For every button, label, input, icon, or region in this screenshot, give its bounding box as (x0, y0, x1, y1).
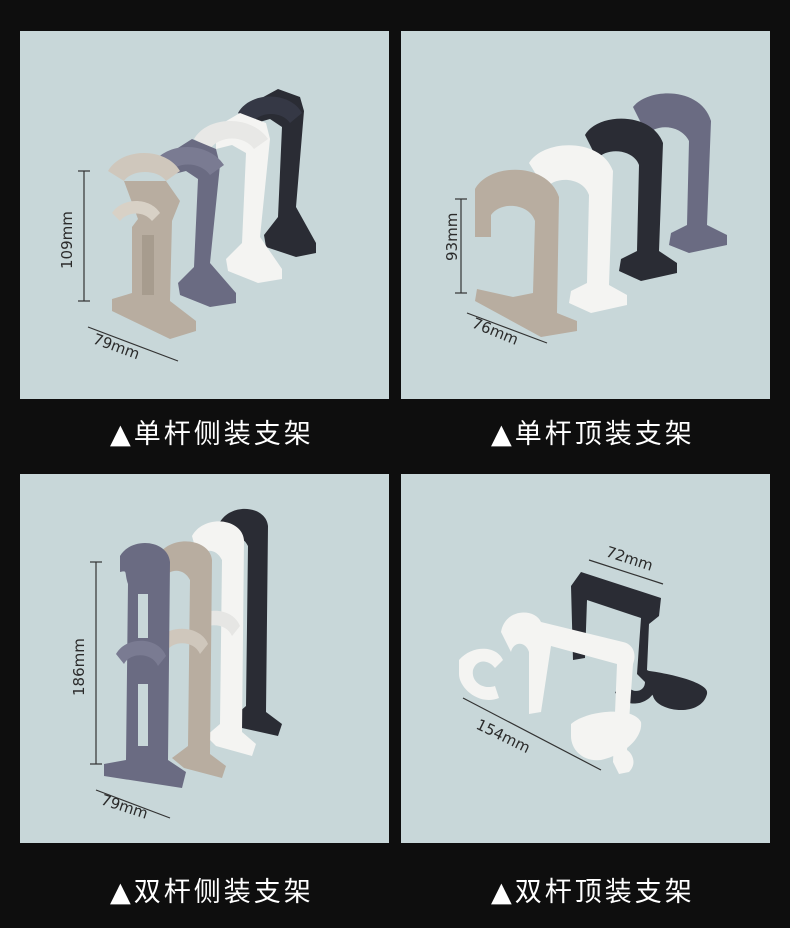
slate-bracket (104, 543, 186, 788)
champagne-bracket (108, 153, 196, 339)
height-dimension-label: 186mm (70, 638, 88, 696)
width-dimension-label: 79mm (99, 791, 151, 823)
caption-single-rod-top-mount: ▲单杆顶装支架 (491, 419, 695, 450)
width-dimension-label: 79mm (91, 330, 143, 363)
caption-double-rod-side-mount: ▲双杆侧装支架 (110, 877, 314, 908)
slate-bracket (633, 93, 727, 253)
black-bracket (238, 89, 316, 257)
caption-single-rod-side-mount: ▲单杆侧装支架 (110, 419, 314, 450)
double-rod-top-mount-photo: 72mm 154mm (401, 474, 770, 843)
white-bracket (459, 612, 642, 774)
black-bracket (585, 118, 677, 281)
black-bracket (220, 508, 282, 736)
double-rod-side-mount-photo: 186mm 79mm (20, 474, 389, 843)
width-dimension-label: 154mm (473, 715, 533, 757)
white-bracket (529, 145, 627, 313)
single-rod-side-mount-photo: 109mm 79mm (20, 31, 389, 399)
height-dimension-label: 109mm (58, 211, 76, 269)
white-bracket (194, 113, 282, 283)
champagne-bracket (475, 169, 577, 337)
single-rod-top-mount-photo: 93mm 76mm (401, 31, 770, 399)
top-dimension-label: 72mm (604, 543, 656, 575)
black-bracket (571, 572, 708, 711)
caption-double-rod-top-mount: ▲双杆顶装支架 (491, 877, 695, 908)
height-dimension-label: 93mm (443, 213, 461, 261)
